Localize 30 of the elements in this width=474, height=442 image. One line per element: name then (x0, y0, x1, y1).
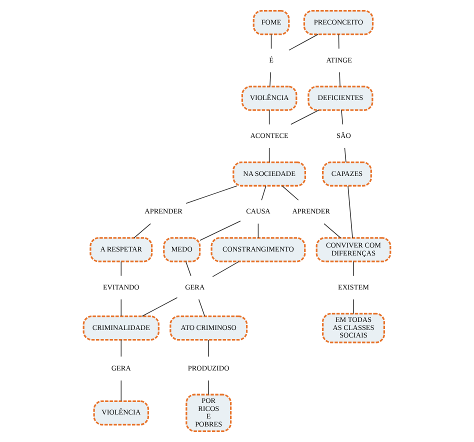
connector (120, 339, 122, 357)
connector (198, 298, 206, 316)
connector (212, 261, 240, 278)
connector (208, 339, 209, 357)
connector (208, 380, 209, 395)
connector (268, 148, 270, 163)
connector (341, 110, 344, 125)
connector (353, 261, 354, 276)
connector (348, 186, 353, 238)
connector (261, 185, 266, 200)
connector (134, 223, 151, 238)
connector (120, 261, 122, 276)
connector (339, 72, 340, 87)
connector (268, 110, 270, 125)
connector (338, 34, 340, 50)
connector (200, 220, 241, 241)
connector (120, 298, 122, 316)
connector (120, 380, 122, 402)
connector (185, 261, 192, 276)
connector (290, 110, 320, 125)
connector (270, 34, 272, 50)
connector (258, 223, 259, 238)
connector (324, 223, 342, 238)
connector (288, 34, 318, 51)
connector (353, 298, 354, 314)
connector (344, 148, 346, 163)
connector (142, 297, 178, 317)
connector (186, 185, 238, 204)
connector (270, 72, 272, 87)
connector (282, 185, 299, 200)
